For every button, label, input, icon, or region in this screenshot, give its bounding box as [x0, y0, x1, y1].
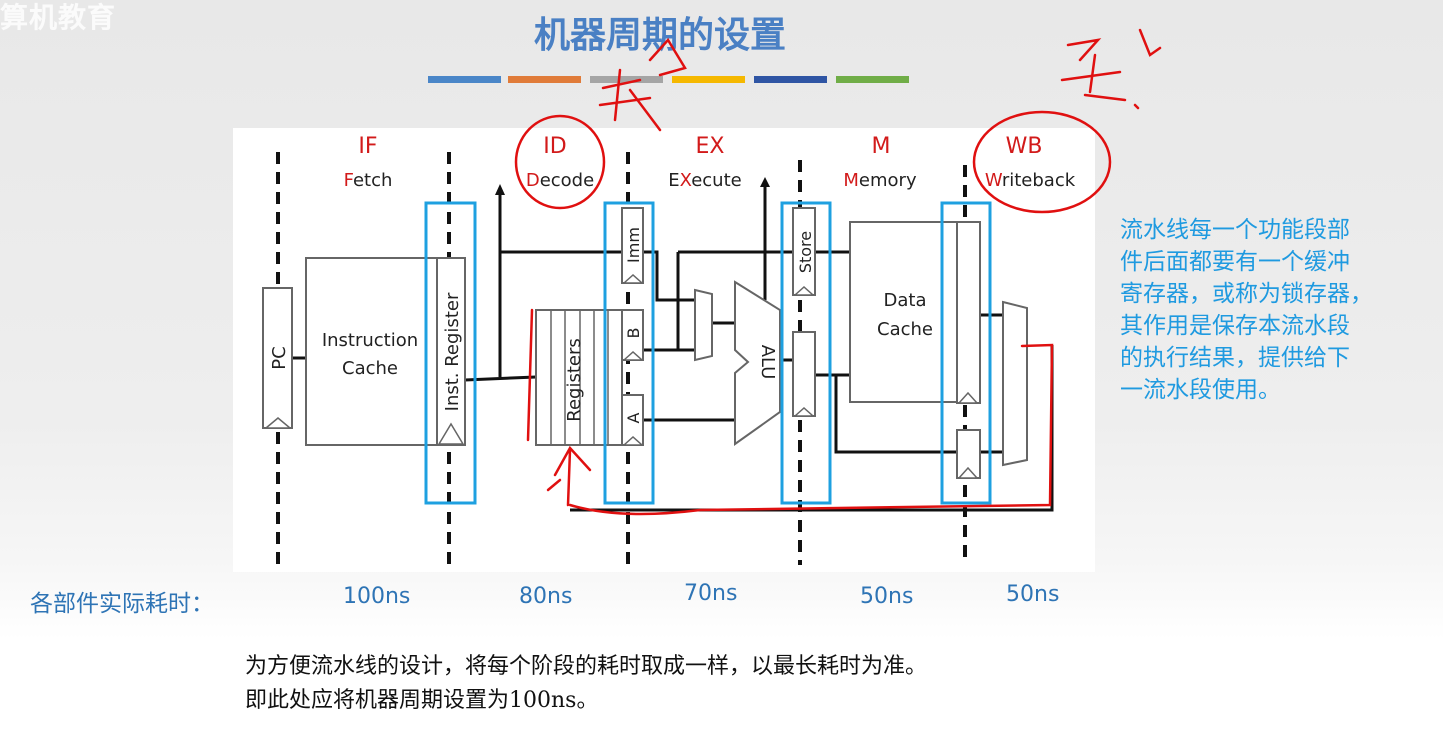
stage-ex-name: EXecute — [668, 170, 741, 191]
title-bar-3 — [590, 76, 663, 83]
side-note-line: 件后面都要有一个缓冲 — [1120, 249, 1350, 275]
pc-label: PC — [269, 346, 290, 369]
stage-m-name: Memory — [843, 170, 917, 191]
wb-mux — [1002, 300, 1028, 467]
side-note-line: 一流水段使用。 — [1120, 377, 1281, 403]
title-bar-4 — [672, 76, 745, 83]
bottom-note: 为方便流水线的设计，将每个阶段的耗时取成一样，以最长耗时为准。 即此处应将机器周… — [245, 650, 927, 718]
bottom-note-line-1: 为方便流水线的设计，将每个阶段的耗时取成一样，以最长耗时为准。 — [245, 654, 928, 679]
stage-id-name: Decode — [526, 170, 594, 191]
data-cache — [849, 221, 963, 403]
timing-ex: 70ns — [684, 581, 738, 606]
imm-label: Imm — [624, 227, 643, 263]
timing-m: 50ns — [860, 584, 914, 609]
stage-id-abbr: ID — [543, 134, 566, 159]
annotation-registers-bracket — [526, 308, 534, 442]
title-bar-6 — [836, 76, 909, 83]
instruction-cache-label-1: Instruction — [322, 330, 418, 351]
timing-if: 100ns — [343, 584, 411, 609]
annotation-read-glyph — [598, 37, 687, 132]
annotation-writeback-arrow — [546, 445, 592, 507]
side-note-line: 的执行结果，提供给下 — [1120, 345, 1350, 371]
ex-mux — [694, 288, 713, 362]
annotation-circle-id — [514, 114, 606, 210]
stage-wb-abbr: WB — [1006, 134, 1043, 159]
title-bar-2 — [508, 76, 581, 83]
alu-output-register — [792, 331, 816, 417]
pipeline-buffers — [424, 201, 992, 505]
alu — [734, 280, 781, 446]
annotation-circle-wb — [972, 110, 1112, 214]
stage-m-abbr: M — [872, 134, 891, 159]
side-note-line: 寄存器，或称为锁存器， — [1120, 281, 1373, 307]
buffer-ex-m — [780, 201, 832, 505]
data-cache-label-1: Data — [884, 290, 927, 311]
buffer-if-id — [424, 201, 477, 505]
bottom-note-line-2: 即此处应将机器周期设置为100ns。 — [245, 688, 599, 713]
timing-wb: 50ns — [1006, 582, 1060, 607]
stage-ex-abbr: EX — [696, 134, 725, 159]
b-label: B — [624, 328, 643, 339]
watermark-logo: 算机教育 — [0, 1, 117, 34]
pc-register — [262, 287, 293, 429]
handwritten-annotations — [514, 28, 1162, 516]
instruction-register — [436, 257, 466, 446]
store-label: Store — [796, 231, 815, 273]
stage-wb-name: Writeback — [985, 170, 1076, 191]
title-bar-5 — [754, 76, 827, 83]
stage-if-abbr: IF — [358, 134, 377, 159]
clock-triangles — [263, 273, 979, 479]
inst-register-label: Inst. Register — [442, 292, 463, 411]
buffer-id-ex — [603, 201, 655, 505]
side-note-line: 流水线每一个功能段部 — [1120, 217, 1350, 243]
title-bar-1 — [428, 76, 501, 83]
mem-data-register — [956, 221, 981, 404]
instruction-cache-label-2: Cache — [342, 358, 398, 379]
registers-label: Registers — [564, 338, 585, 422]
timing-id: 80ns — [519, 584, 573, 609]
buffer-m-wb — [940, 201, 992, 505]
timings-label: 各部件实际耗时： — [30, 591, 214, 617]
a-label: A — [624, 412, 643, 423]
data-cache-label-2: Cache — [877, 319, 933, 340]
instruction-cache — [305, 257, 438, 446]
side-note-line: 其作用是保存本流水段 — [1120, 313, 1350, 339]
annotation-writeback-path — [568, 343, 1054, 516]
alu-label: ALU — [757, 345, 778, 380]
stage-if-name: Fetch — [344, 170, 393, 191]
annotation-write-glyph — [1060, 28, 1162, 110]
side-note: 流水线每一个功能段部 件后面都要有一个缓冲 寄存器，或称为锁存器， 其作用是保存… — [1120, 214, 1373, 406]
